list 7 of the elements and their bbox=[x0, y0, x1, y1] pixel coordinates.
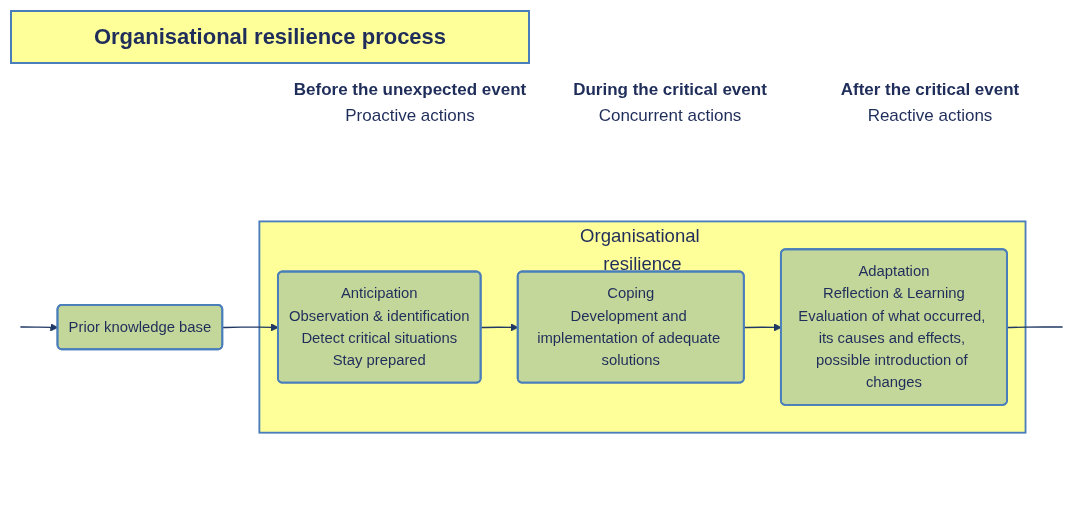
phase-heading: During the critical event bbox=[573, 80, 767, 100]
phase-heading: Before the unexpected event bbox=[293, 80, 527, 100]
phase-note: Reactive actions bbox=[867, 106, 993, 126]
title-banner: Organisational resilience process bbox=[10, 10, 530, 64]
phase-heading: After the critical event bbox=[840, 80, 1020, 100]
phase-note: Proactive actions bbox=[345, 106, 475, 126]
phase-note: Concurrent actions bbox=[598, 106, 742, 126]
